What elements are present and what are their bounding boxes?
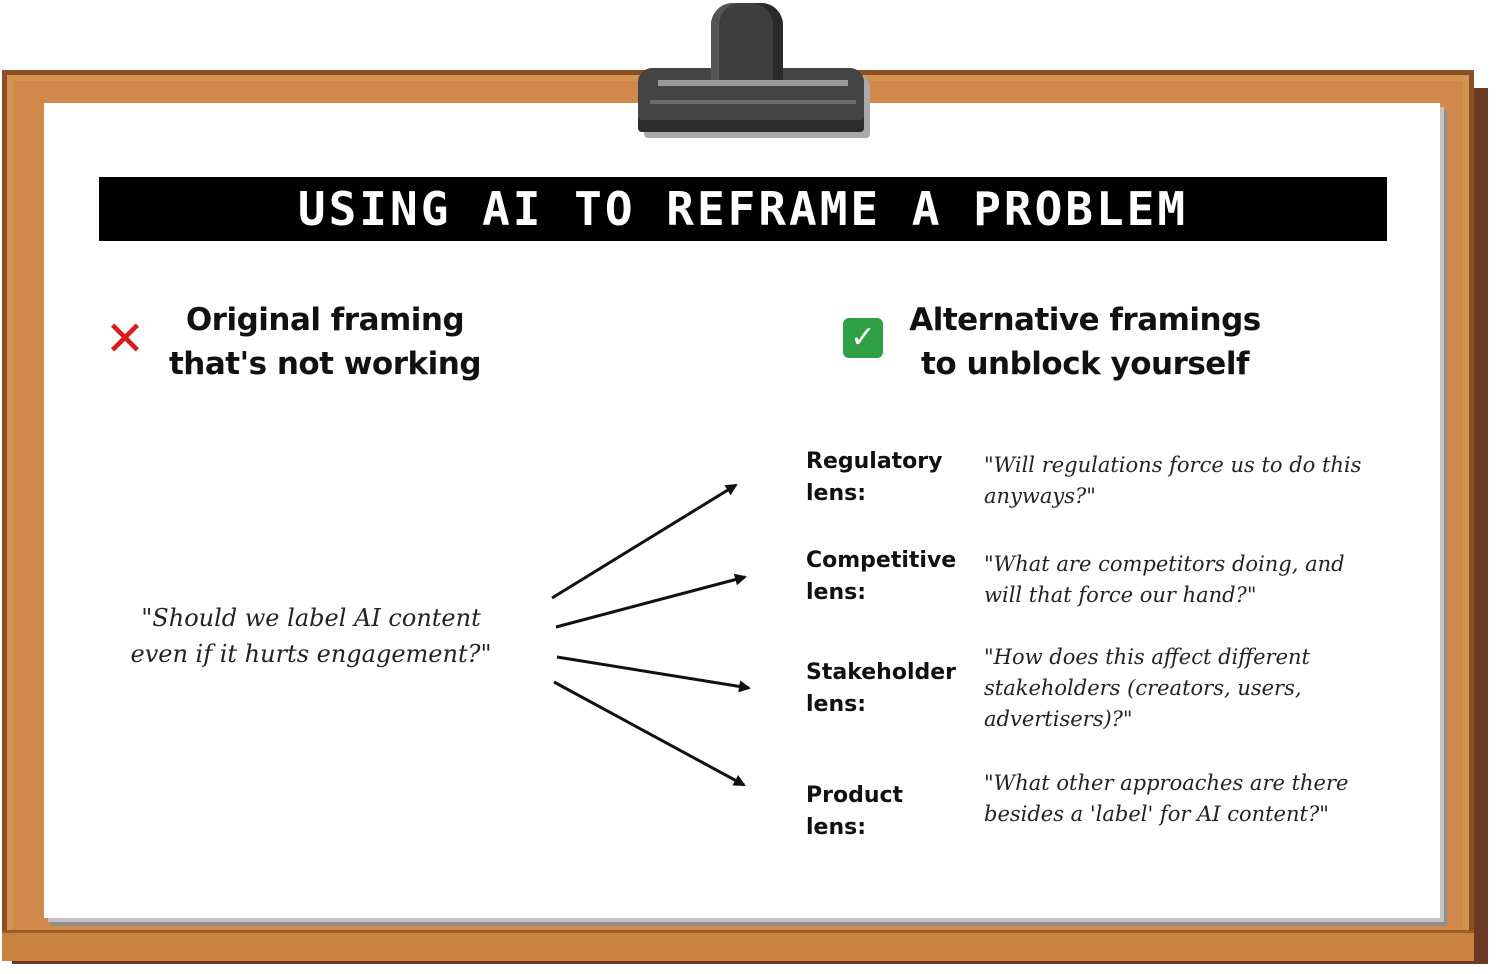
competitive-lens-label-line2: lens: bbox=[806, 580, 867, 605]
original-framing-heading-line2: that's not working bbox=[168, 346, 482, 382]
product-lens-label-line2: lens: bbox=[806, 815, 867, 840]
arrow-to-product bbox=[553, 680, 746, 787]
clip-knob bbox=[711, 3, 783, 83]
competitive-lens-text: "What are competitors doing, and will th… bbox=[984, 552, 1345, 607]
competitive-lens-label-line1: Competitive bbox=[806, 548, 957, 573]
clipboard-bottom-edge bbox=[2, 930, 1474, 961]
competitive-lens-label: Competitive lens: bbox=[806, 545, 966, 609]
alternative-framings-heading: Alternative framings to unblock yourself bbox=[885, 298, 1285, 386]
arrow-to-stakeholder bbox=[556, 655, 751, 693]
product-lens-label: Product lens: bbox=[806, 780, 966, 844]
alternative-framings-heading-line2: to unblock yourself bbox=[921, 346, 1249, 382]
arrow-to-competitive bbox=[555, 573, 747, 629]
original-question-line2: even if it hurts engagement?" bbox=[130, 640, 492, 668]
original-question-line1: "Should we label AI content bbox=[141, 604, 481, 632]
original-question: "Should we label AI content even if it h… bbox=[96, 600, 526, 672]
regulatory-lens-text: "Will regulations force us to do this an… bbox=[984, 453, 1362, 508]
stakeholder-lens-text: "How does this affect different stakehol… bbox=[984, 645, 1310, 731]
regulatory-lens-label-line2: lens: bbox=[806, 481, 867, 506]
product-lens-text: "What other approaches are there besides… bbox=[984, 771, 1349, 826]
original-framing-heading: Original framing that's not working bbox=[150, 298, 500, 386]
regulatory-lens-label: Regulatory lens: bbox=[806, 446, 966, 510]
stakeholder-lens-label-line1: Stakeholder bbox=[806, 660, 957, 685]
product-lens-label-line1: Product bbox=[806, 783, 904, 808]
alternative-framings-heading-line1: Alternative framings bbox=[909, 302, 1261, 338]
page-title: USING AI TO REFRAME A PROBLEM bbox=[297, 182, 1189, 236]
stakeholder-lens-label-line2: lens: bbox=[806, 692, 867, 717]
cross-mark-icon: ✕ bbox=[104, 311, 146, 367]
arrow-to-regulatory bbox=[551, 483, 738, 600]
clip-highlight-lower bbox=[650, 100, 856, 104]
check-mark-icon: ✓ bbox=[843, 318, 883, 358]
stakeholder-lens-label: Stakeholder lens: bbox=[806, 657, 966, 721]
title-bar: USING AI TO REFRAME A PROBLEM bbox=[99, 177, 1387, 241]
clip-highlight bbox=[658, 80, 848, 86]
original-framing-heading-line1: Original framing bbox=[185, 302, 465, 338]
regulatory-lens-label-line1: Regulatory bbox=[806, 449, 943, 474]
